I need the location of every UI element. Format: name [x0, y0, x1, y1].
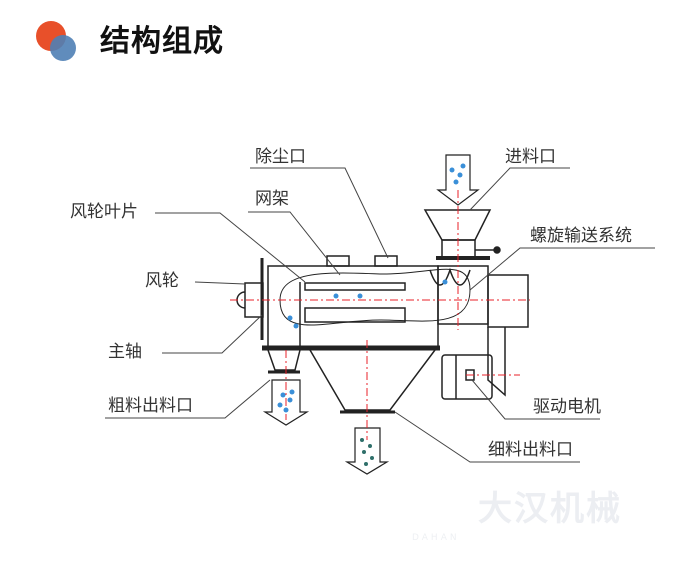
label-drive-motor: 驱动电机 [533, 397, 601, 417]
label-impeller-blades: 风轮叶片 [70, 202, 138, 222]
leader-screw-conveyor [469, 247, 655, 291]
screen-frame-upper [304, 282, 406, 291]
fine-cone [309, 349, 436, 411]
motor-bracket [487, 327, 506, 397]
leader-impeller-blades [155, 212, 306, 283]
leader-impeller [194, 281, 246, 285]
label-fine-outlet: 细料出料口 [488, 440, 573, 460]
leader-drive-motor [471, 379, 600, 420]
screw-housing [437, 265, 489, 325]
label-screw-conveyor: 螺旋输送系统 [530, 226, 632, 246]
main-housing [267, 265, 439, 349]
leader-coarse-outlet [105, 379, 271, 419]
centerlines [230, 190, 530, 440]
coarse-arrow [262, 379, 310, 426]
screen-frame-lower [304, 307, 406, 323]
logo-icon [36, 21, 76, 61]
dust-outlet-1 [326, 255, 350, 267]
screw-conveyor [429, 267, 471, 286]
fine-arrow [344, 427, 390, 475]
watermark-latin: DAHAN [412, 533, 460, 543]
label-screen-frame: 网架 [255, 189, 289, 209]
leader-dust-outlet [250, 167, 389, 259]
leader-screen-frame [248, 211, 341, 276]
label-main-shaft: 主轴 [108, 342, 142, 362]
label-coarse-outlet: 粗料出料口 [108, 396, 193, 416]
leader-main-shaft [162, 314, 263, 354]
coarse-funnel [267, 349, 301, 371]
page-title: 结构组成 [100, 24, 224, 59]
particles-green [360, 438, 374, 466]
leader-fine-outlet [394, 411, 580, 463]
feed-arrow [436, 154, 480, 206]
drive-motor [441, 354, 493, 400]
drive-housing [487, 274, 529, 328]
particles-blue [277, 163, 466, 413]
label-feed-inlet: 进料口 [505, 147, 556, 167]
dust-outlet-2 [374, 255, 398, 267]
leader-feed-inlet [469, 167, 570, 211]
airflow-envelope [279, 268, 471, 326]
label-impeller: 风轮 [145, 271, 179, 291]
watermark-brand: 大汉机械 [478, 489, 622, 529]
label-dust-outlet: 除尘口 [255, 147, 306, 167]
handle-knob [493, 246, 501, 254]
